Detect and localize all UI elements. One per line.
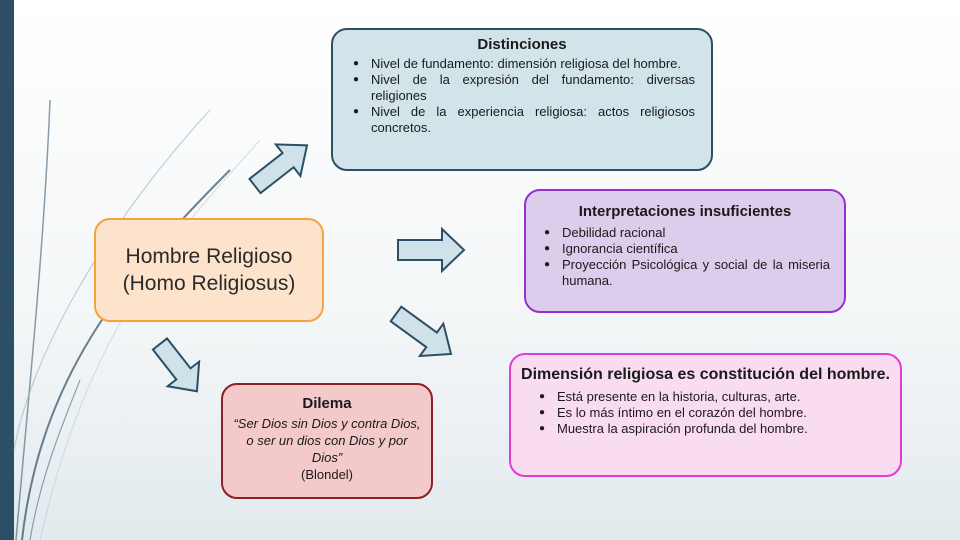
central-title-line-2: (Homo Religiosus) [122,272,296,295]
central-concept-box: Hombre Religioso (Homo Religiosus) [94,218,324,322]
dimension-box: Dimensión religiosa es constitución del … [509,353,902,477]
dilema-quote: “Ser Dios sin Dios y contra Dios, o ser … [233,416,421,465]
dilema-box: Dilema “Ser Dios sin Dios y contra Dios,… [221,383,433,499]
list-item: Nivel de la expresión del fundamento: di… [349,72,695,104]
distinciones-list: Nivel de fundamento: dimensión religiosa… [349,56,695,136]
distinciones-title: Distinciones [477,36,567,53]
list-item: Nivel de la experiencia religiosa: actos… [349,104,695,136]
list-item: Nivel de fundamento: dimensión religiosa… [349,56,695,72]
list-item: Está presente en la historia, culturas, … [535,389,890,405]
dilema-title: Dilema [302,395,352,412]
left-accent-bar [0,0,14,540]
list-item: Debilidad racional [540,225,830,241]
list-item: Proyección Psicológica y social de la mi… [540,257,830,289]
list-item: Ignorancia científica [540,241,830,257]
central-title-line-1: Hombre Religioso [125,245,293,268]
list-item: Muestra la aspiración profunda del hombr… [535,421,890,437]
arrow-to-interpretaciones [397,226,466,274]
distinciones-box: Distinciones Nivel de fundamento: dimens… [331,28,713,171]
list-item: Es lo más íntimo en el corazón del hombr… [535,405,890,421]
dimension-title: Dimensión religiosa es constitución del … [521,366,890,383]
dilema-author: (Blondel) [300,467,354,482]
dimension-list: Está presente en la historia, culturas, … [521,389,890,437]
interpretaciones-box: Interpretaciones insuficientes Debilidad… [524,189,846,313]
interpretaciones-list: Debilidad racional Ignorancia científica… [540,225,830,289]
arrow-to-dimension [389,305,453,358]
interpretaciones-title: Interpretaciones insuficientes [578,203,792,220]
